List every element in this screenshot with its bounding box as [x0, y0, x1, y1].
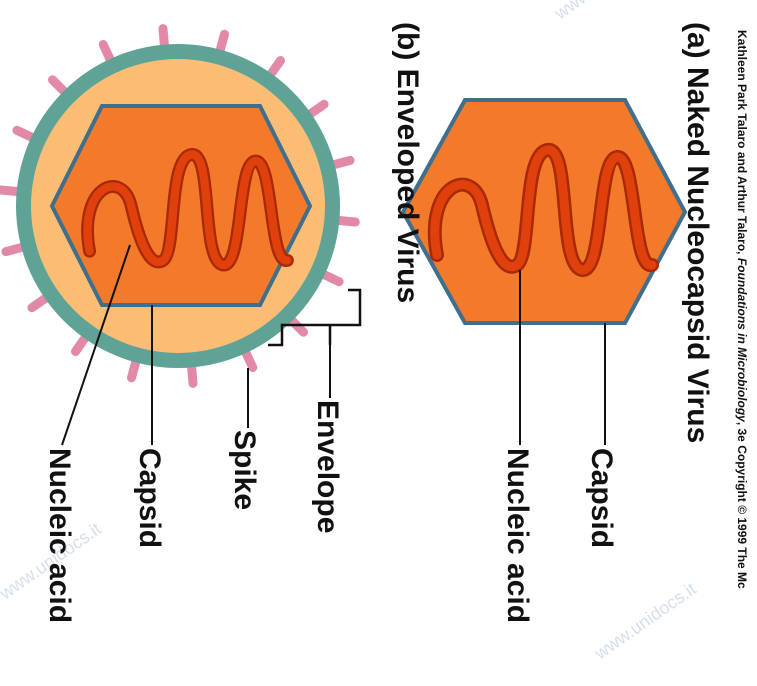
panel-a-naked-virus: (a) Naked Nucleocapsid Virus Capsid Nucl…	[403, 22, 714, 623]
panel-b-spike-label: Spike	[228, 430, 261, 510]
panel-a-nucleic-acid-label: Nucleic acid	[501, 448, 534, 623]
credit-book-title: Foundations in Microbiology	[735, 258, 749, 423]
watermark-text: www.unidocs.it	[550, 0, 660, 24]
credit-copyright: , 3e Copyright © 1999 The Mc	[735, 422, 749, 589]
panel-b-nucleic-acid-label: Nucleic acid	[43, 448, 76, 623]
panel-b-capsid-label: Capsid	[133, 448, 166, 548]
credit-authors: Kathleen Park Talaro and Arthur Talaro,	[735, 30, 749, 258]
panel-a-capsid	[403, 100, 685, 323]
panel-b-enveloped-virus: (b) Enveloped Virus Envelope Spike Capsi…	[1, 22, 424, 623]
panel-a-capsid-label: Capsid	[585, 448, 618, 548]
panel-a-title: (a) Naked Nucleocapsid Virus	[681, 22, 714, 443]
panel-b-envelope-label: Envelope	[311, 400, 344, 533]
credit-line: Kathleen Park Talaro and Arthur Talaro, …	[735, 30, 749, 589]
panel-b-title: (b) Enveloped Virus	[391, 22, 424, 303]
watermark-text: www.unidocs.it	[590, 579, 700, 664]
